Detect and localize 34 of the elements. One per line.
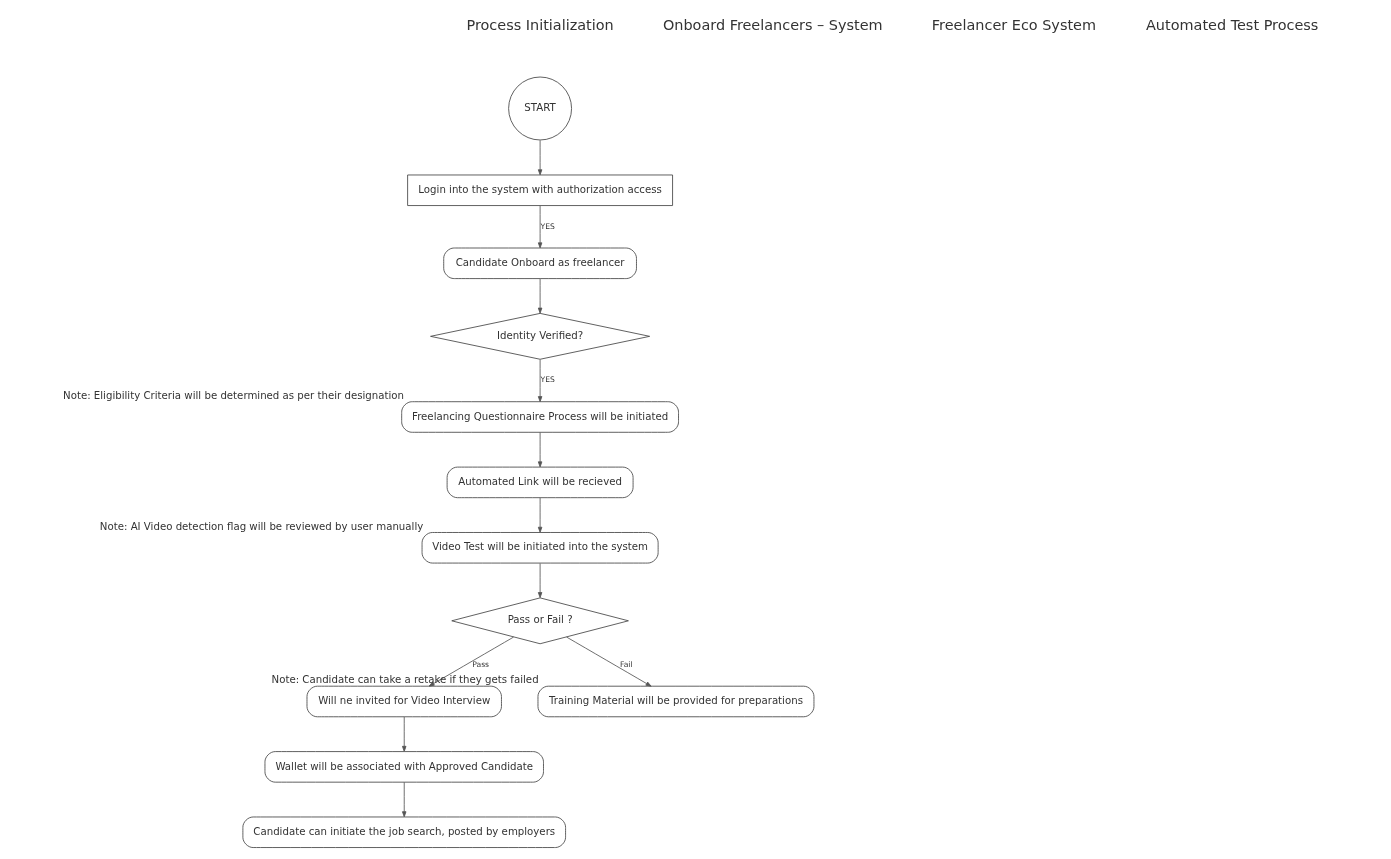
node-label: Note: AI Video detection flag will be reviewed by user manually <box>99 520 424 532</box>
node-box: Wallet will be associated with Approved Candidate <box>264 751 544 783</box>
arrow <box>566 636 652 687</box>
node-box: Will ne invited for Video Interview <box>306 685 502 718</box>
node-diamond: Identity Verified? <box>430 312 651 360</box>
node-box: Candidate Onboard as freelancer <box>443 247 637 279</box>
node-circle: START <box>508 76 572 141</box>
arrow <box>537 431 543 468</box>
arrow <box>402 716 407 752</box>
node-diamond: Pass or Fail ? <box>451 597 629 645</box>
arrow <box>402 781 407 818</box>
node-box: Automated Link will be recieved <box>446 466 634 499</box>
node-box: Video Test will be initiated into the system <box>421 532 659 564</box>
arrow <box>537 359 543 403</box>
arrow <box>428 636 514 687</box>
node-box: Freelancing Questionnaire Process will be initiated <box>401 401 679 433</box>
label: Freelancer Eco System <box>931 17 1097 34</box>
node-label: Note: Candidate can take a retake if they gets failed <box>271 674 539 686</box>
arrow <box>537 205 543 249</box>
edge-label: Fail <box>619 659 633 669</box>
node-box: Login into the system with authorization access <box>407 174 673 206</box>
arrow <box>537 139 543 176</box>
label: Process Initialization <box>466 17 614 34</box>
edge-label: YES <box>540 375 555 385</box>
node-box: Training Material will be provided for preparations <box>537 685 815 718</box>
arrow <box>537 497 543 533</box>
label: Onboard Freelancers – System <box>662 17 883 34</box>
edge-label: YES <box>540 221 555 231</box>
label: Automated Test Process <box>1146 17 1319 34</box>
node-label: Note: Eligibility Criteria will be determined as per their designation <box>63 389 405 401</box>
edge-label: Pass <box>472 659 490 669</box>
arrow <box>537 563 543 599</box>
node-box: Candidate can initiate the job search, posted by employers <box>242 816 566 848</box>
arrow <box>537 278 543 314</box>
